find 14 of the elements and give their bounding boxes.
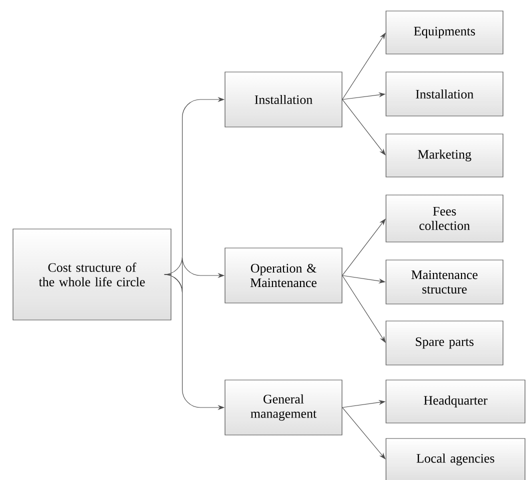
process-box: Marketing	[386, 134, 504, 178]
process-box: Spare parts	[386, 320, 504, 366]
process-box: Maintenance structure	[386, 260, 504, 304]
process-box: Operation & Maintenance	[224, 248, 342, 304]
arrow	[342, 275, 386, 343]
arrow	[342, 32, 386, 100]
process-box: Headquarter	[386, 380, 526, 424]
process-box: Installation	[386, 72, 504, 116]
process-box: Cost structure of the whole life circle	[12, 228, 172, 320]
process-box: General management	[224, 380, 342, 436]
process-box: Local agencies	[386, 438, 526, 480]
process-box: Equipments	[386, 10, 504, 54]
process-box: Fees collection	[386, 194, 504, 242]
process-box: Installation	[224, 72, 342, 128]
